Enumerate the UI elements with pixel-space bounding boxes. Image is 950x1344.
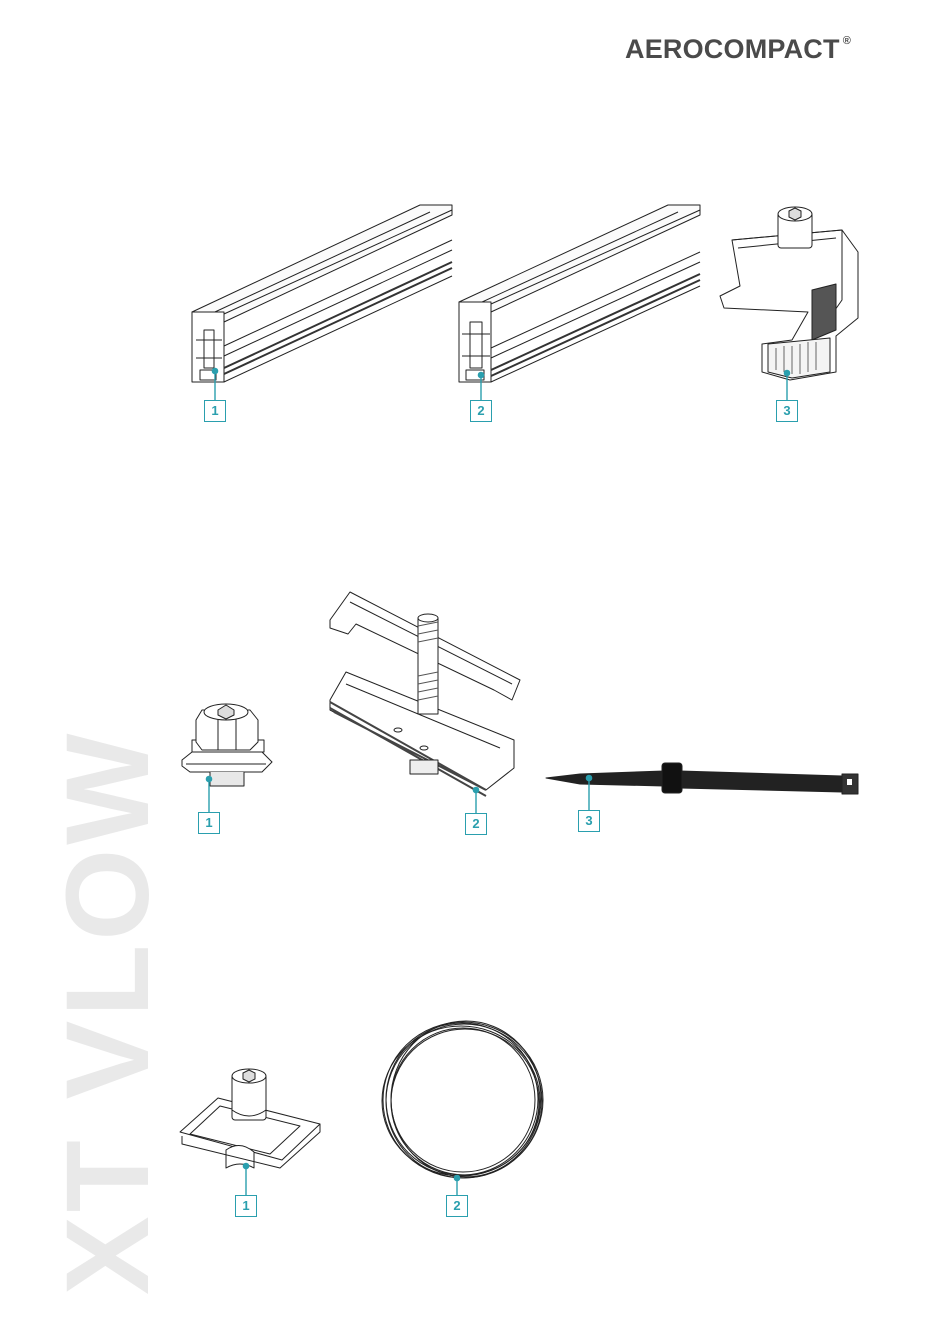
middle-clamp-icon xyxy=(330,592,520,796)
callout-label: 2 xyxy=(465,813,487,835)
callout-label: 1 xyxy=(198,812,220,834)
callout-label: 1 xyxy=(204,400,226,422)
wire-coil-icon xyxy=(382,1021,543,1178)
grounding-clip-icon xyxy=(180,1069,320,1168)
callout-label: 3 xyxy=(578,810,600,832)
rail-profile-icon xyxy=(192,205,452,382)
bolt-nut-icon xyxy=(182,704,272,786)
callout-label: 2 xyxy=(470,400,492,422)
cable-tie-icon xyxy=(546,763,858,794)
end-clamp-icon xyxy=(720,207,858,380)
callout-label: 2 xyxy=(446,1195,468,1217)
callout-label: 1 xyxy=(235,1195,257,1217)
callout-label: 3 xyxy=(776,400,798,422)
rail-profile-icon xyxy=(459,205,700,382)
